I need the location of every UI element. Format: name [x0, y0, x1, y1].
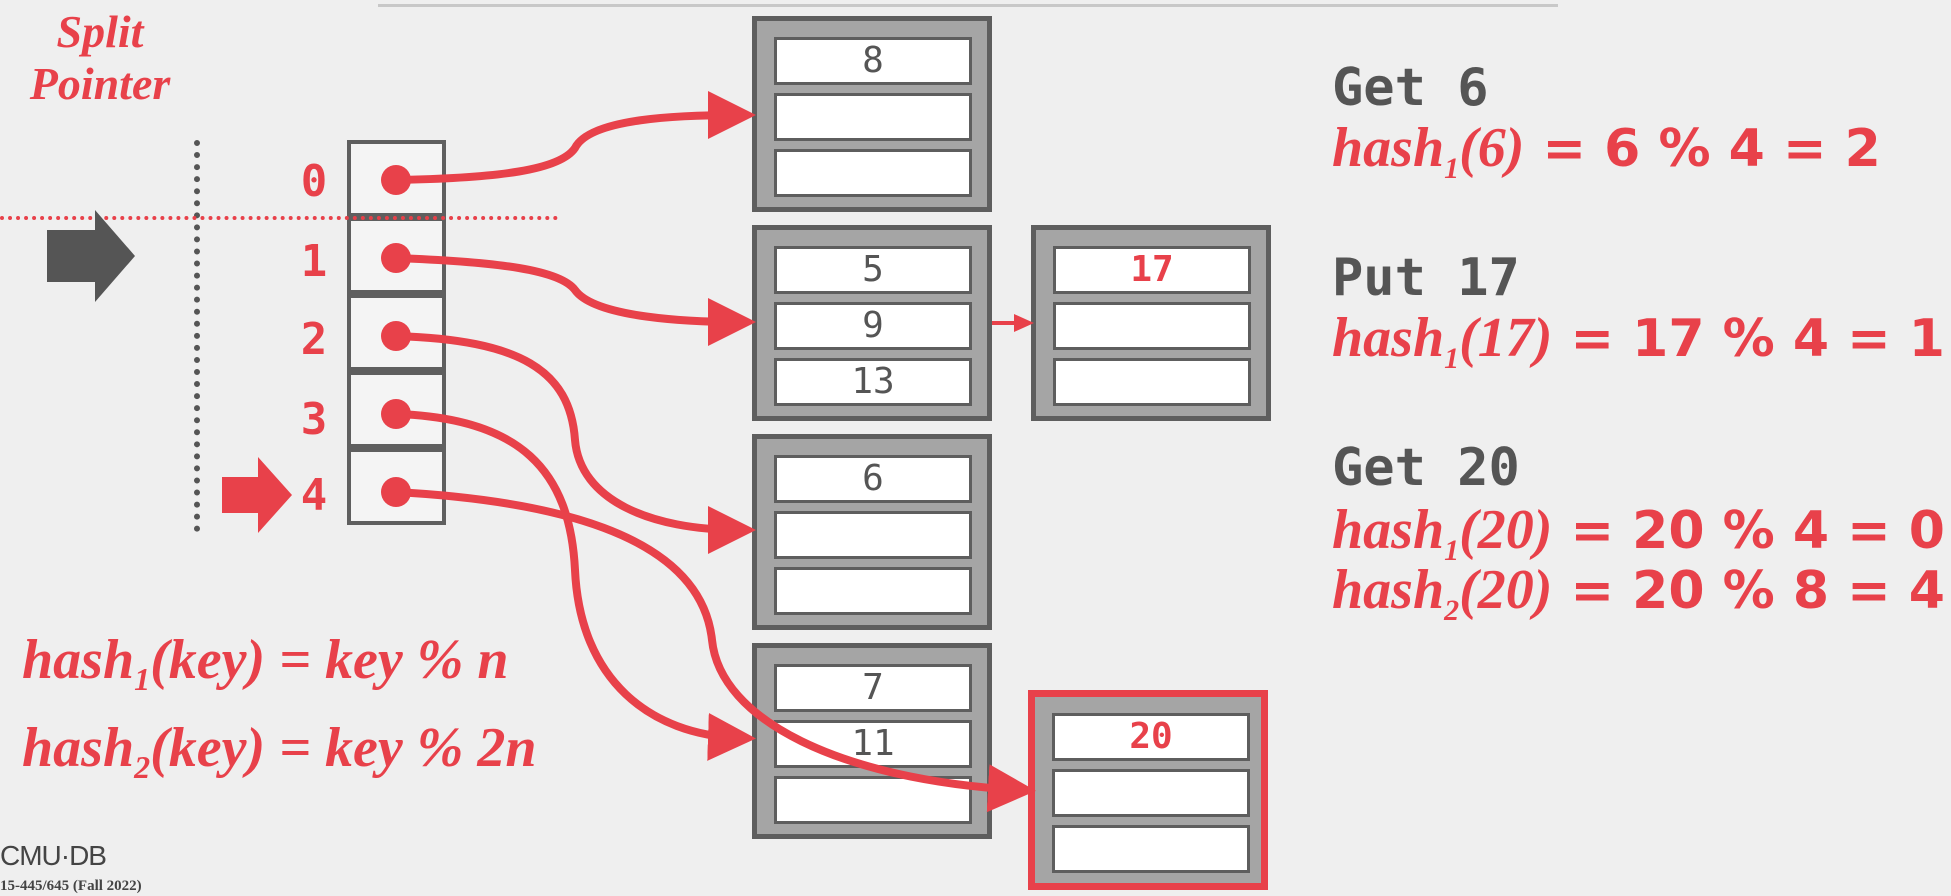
bucket-2-slot-2: [774, 511, 972, 559]
directory-index-2: 2: [300, 314, 328, 365]
bucket-1: 5 9 13: [752, 225, 992, 421]
split-pointer-line: [0, 216, 558, 220]
split-pointer-line2: Pointer: [29, 58, 171, 109]
split-pointer-label: Split Pointer: [10, 6, 190, 110]
top-rule: [378, 4, 1558, 7]
pointer-0-to-bucket-0: [392, 91, 756, 184]
bucket-4-new: 20: [1028, 690, 1268, 890]
formula-hash2: hash2(key) = key % 2n: [22, 717, 537, 786]
bucket-0-slot-1: 8: [774, 37, 972, 85]
course-label: 15-445/645 (Fall 2022): [0, 878, 142, 894]
bucket-1-slot-1: 5: [774, 246, 972, 294]
bucket-4-slot-2: [1052, 769, 1250, 817]
pointer-dot-4: [381, 477, 411, 507]
pointer-4-to-bucket-4: [392, 488, 1036, 813]
bucket-1-slot-2: 9: [774, 302, 972, 350]
bucket-4-slot-1: 20: [1052, 713, 1250, 761]
bucket-2-slot-1: 6: [774, 455, 972, 503]
bucket-3-slot-1: 7: [774, 664, 972, 712]
op-get6-hash: hash1(6) = 6 % 4 = 2: [1332, 117, 1881, 186]
next-slot-arrow-icon: [222, 457, 292, 533]
pointer-dot-2: [381, 321, 411, 351]
bucket-3-slot-2: 11: [774, 720, 972, 768]
pointer-dot-3: [381, 399, 411, 429]
op-put17-hash: hash1(17) = 17 % 4 = 1: [1332, 307, 1945, 376]
pointer-3-to-bucket-3: [392, 410, 756, 761]
bucket-1-overflow: 17: [1031, 225, 1271, 421]
bucket-2: 6: [752, 434, 992, 630]
op-get6-title: Get 6: [1332, 58, 1489, 118]
bucket-3: 7 11: [752, 643, 992, 839]
bucket-0-slot-3: [774, 149, 972, 197]
formula-hash1: hash1(key) = key % n: [22, 629, 509, 698]
overflow-slot-2: [1053, 302, 1251, 350]
bucket-1-slot-3: 13: [774, 358, 972, 406]
directory-index-1: 1: [300, 236, 328, 287]
bucket-4-slot-3: [1052, 825, 1250, 873]
split-pointer-line1: Split: [56, 6, 144, 57]
directory-index-0: 0: [300, 156, 328, 207]
overflow-slot-1: 17: [1053, 246, 1251, 294]
cmu-db-logo: CMU·DB: [0, 840, 107, 871]
op-get20-title: Get 20: [1332, 438, 1520, 498]
overflow-slot-3: [1053, 358, 1251, 406]
bucket-0-slot-2: [774, 93, 972, 141]
split-pointer-arrow-icon: [47, 210, 135, 302]
op-get20-hash1: hash1(20) = 20 % 4 = 0: [1332, 499, 1945, 568]
pointer-dot-1: [381, 243, 411, 273]
bucket-3-slot-3: [774, 776, 972, 824]
pointer-2-to-bucket-2: [392, 332, 756, 554]
pointer-dot-0: [381, 165, 411, 195]
bucket-0: 8: [752, 16, 992, 212]
split-divider-vertical: [194, 140, 200, 532]
bucket-2-slot-3: [774, 567, 972, 615]
directory-index-4: 4: [300, 470, 328, 521]
pointer-1-to-bucket-1: [392, 254, 756, 346]
directory-index-3: 3: [300, 394, 328, 445]
op-get20-hash2: hash2(20) = 20 % 8 = 4: [1332, 559, 1945, 628]
op-put17-title: Put 17: [1332, 248, 1520, 308]
